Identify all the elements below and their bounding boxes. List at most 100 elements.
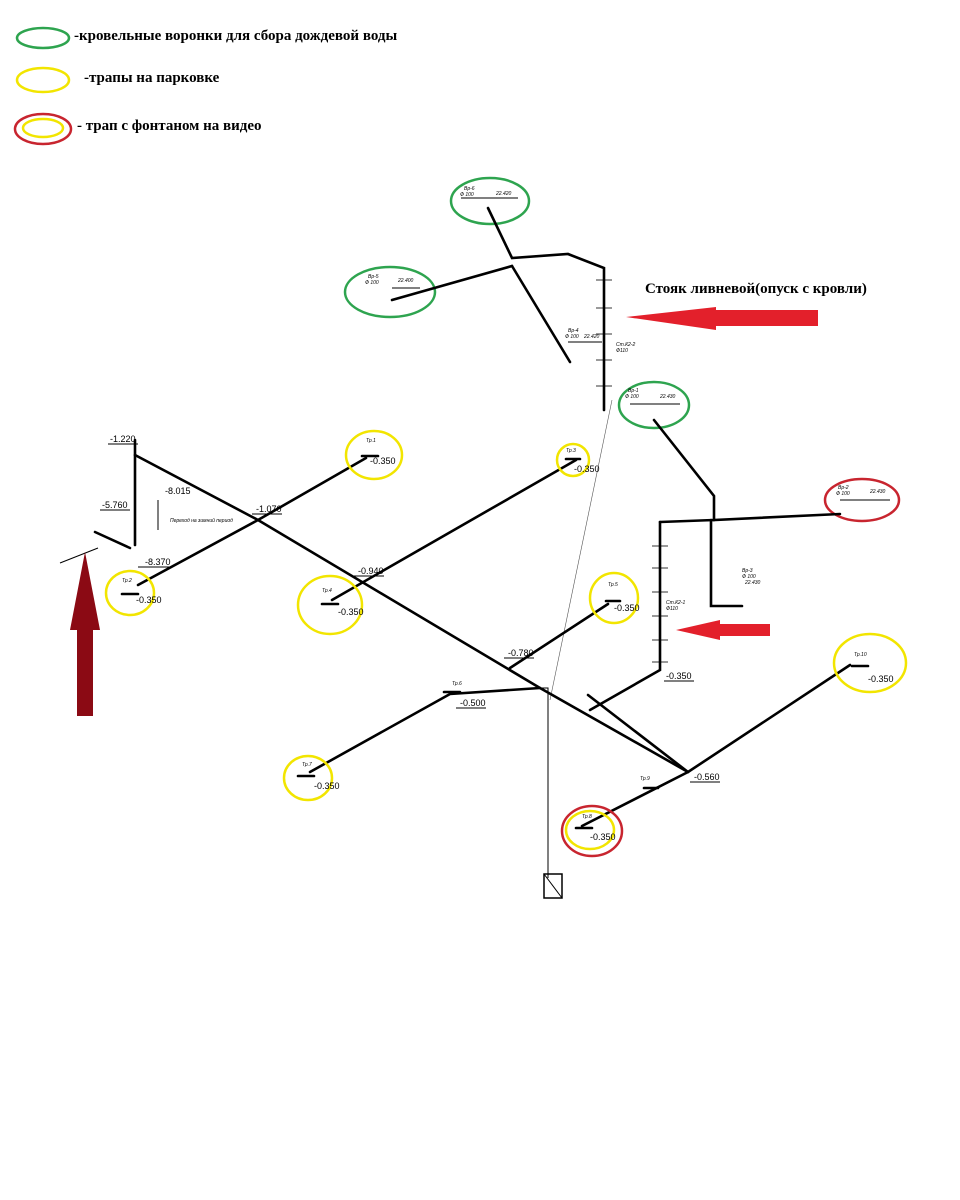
parking-drain-10-tag: Тр.10 (854, 652, 867, 658)
left-outlet-leader (59, 547, 99, 564)
roof-collector-pipe-c (510, 264, 572, 364)
roof-funnel-5-phi: Ф 100 (365, 280, 379, 286)
riser-1-callout-arrow (676, 620, 770, 640)
outlet-to-well (540, 687, 549, 878)
legend-red-ellipse (13, 112, 73, 146)
left-outlet-pipe (93, 530, 132, 550)
riser-2-floor-marks (596, 279, 612, 387)
elev-5-760: -5.760 (102, 500, 128, 510)
roof-funnel-1-elev: 22.430 (659, 394, 676, 400)
legend-red-inner-yellow-ellipse (21, 117, 65, 139)
parking-drain-9-tag: Тр.9 (640, 776, 650, 782)
well-symbol-diag (543, 873, 563, 899)
elev-8-015: -8.015 (165, 486, 191, 496)
parking-drain-7-elev: -0.350 (314, 781, 340, 791)
roof-funnel-1-phi: Ф 100 (625, 394, 639, 400)
riser-2-label: Ст.К2-2 (616, 342, 636, 348)
parking-drain-3-tag: Тр.3 (566, 448, 576, 454)
parking-drain-2-tag: Тр.2 (122, 578, 132, 584)
elev-8-370: -8.370 (145, 557, 171, 567)
riser-1-floor-marks (652, 545, 668, 663)
parking-drain-7-circle (282, 754, 334, 802)
roof-funnel-4-tag: Вр-4 (568, 328, 579, 334)
roof-funnel-5-circle (343, 265, 437, 319)
roof-funnel-6-phi: Ф 100 (460, 192, 474, 198)
elev-0-500: -0.500 (460, 698, 486, 708)
elev-0-940: -0.940 (358, 566, 384, 576)
riser-guide-line (549, 399, 613, 701)
riser-2-dn: Ф110 (616, 348, 628, 354)
roof-funnel-3-tag: Вр-3 (742, 568, 753, 574)
right-roof-pipe-c (709, 518, 744, 608)
branch-tr8-pipe (580, 770, 690, 828)
parking-drain-3-circle (555, 442, 591, 478)
right-roof-pipe-b (658, 518, 716, 524)
riser-1-label: Ст.К2-1 (666, 600, 686, 606)
legend-fountain-drain-text: - трап с фонтаном на видео (77, 118, 262, 134)
parking-drain-4-tag: Тр.4 (322, 588, 332, 594)
roof-funnel-4-phi: Ф 100 (565, 334, 579, 340)
roof-funnel-3-elev: 22.430 (744, 580, 761, 586)
elev-0-560: -0.560 (694, 772, 720, 782)
parking-drain-1-elev: -0.350 (370, 456, 396, 466)
branch-tr4-pipe (330, 458, 578, 602)
roof-collector-pipe-a (486, 206, 606, 412)
branch-tr2-pipe (136, 518, 260, 587)
fountain-drain-yellow-circle (564, 809, 616, 851)
roof-funnel-1-tag: Вр-1 (628, 388, 639, 394)
legend-roof-funnels-text: -кровельные воронки для сбора дождевой в… (74, 28, 397, 44)
parking-drain-2-elev: -0.350 (136, 595, 162, 605)
parking-drain-4-circle (296, 574, 364, 636)
parking-drain-3-elev: -0.350 (574, 464, 600, 474)
fountain-drain-red-circle (560, 804, 624, 858)
roof-funnel-6-elev: 22.420 (495, 191, 512, 197)
elev-1-070: -1.070 (256, 504, 282, 514)
legend-yellow-ellipse (15, 66, 71, 94)
parking-drain-5-elev: -0.350 (614, 603, 640, 613)
riser-1-pipe (588, 520, 662, 712)
roof-collector-pipe-b (390, 264, 514, 302)
fountain-drain-elev: -0.350 (590, 832, 616, 842)
riser-callout-arrow (626, 307, 818, 330)
well-symbol (543, 873, 563, 899)
elev-0-780: -0.780 (508, 648, 534, 658)
roof-funnel-2-tag: Вр-2 (838, 485, 849, 491)
riser-callout-text: Стояк ливневой(опуск с кровли) (645, 281, 867, 297)
legend-green-ellipse (15, 26, 71, 50)
outlet-callout-arrow (70, 552, 100, 716)
riser-1-elev: -0.350 (666, 671, 692, 681)
riser-1-dn: Ф110 (666, 606, 678, 612)
branch-tr10-pipe (586, 663, 852, 774)
parking-drain-4-elev: -0.350 (338, 607, 364, 617)
parking-drain-10-elev: -0.350 (868, 674, 894, 684)
elev-1-220: -1.220 (110, 434, 136, 444)
parking-drain-1-tag: Тр.1 (366, 438, 376, 444)
parking-drain-5-circle (588, 571, 640, 625)
roof-funnel-1-circle (617, 380, 691, 430)
roof-funnel-5-elev: 22.400 (397, 278, 414, 284)
roof-funnel-3-phi: Ф 100 (742, 574, 756, 580)
roof-funnel-2-elev: 22.430 (869, 489, 886, 495)
roof-funnel-5-tag: Вр-5 (368, 274, 379, 280)
right-roof-pipe-a (652, 418, 842, 522)
legend-parking-drains-text: -трапы на парковке (84, 70, 220, 86)
roof-funnel-6-tag: Вр-6 (464, 186, 475, 192)
transition-label: Переход на зимний период (170, 517, 233, 524)
parking-drain-2-circle (104, 569, 156, 617)
roof-funnel-2-phi: Ф 100 (836, 491, 850, 497)
parking-drain-5-tag: Тр.5 (608, 582, 618, 588)
parking-drain-1-circle (344, 429, 404, 481)
parking-drain-6b-tag: Тр.6 (452, 681, 462, 687)
roof-funnel-4-elev: 22.420 (583, 334, 600, 340)
main-collector-pipe (133, 453, 690, 774)
parking-drain-7-tag: Тр.7 (302, 762, 312, 768)
parking-drain-10-circle (832, 632, 908, 694)
fountain-roof-funnel-circle (823, 477, 901, 523)
branch-tr6-pipe (308, 686, 542, 774)
fountain-drain-tag: Тр.8 (582, 814, 592, 820)
branch-tr5-pipe (508, 602, 610, 670)
branch-tr1-pipe (256, 456, 368, 522)
roof-funnel-6-circle (449, 176, 531, 226)
